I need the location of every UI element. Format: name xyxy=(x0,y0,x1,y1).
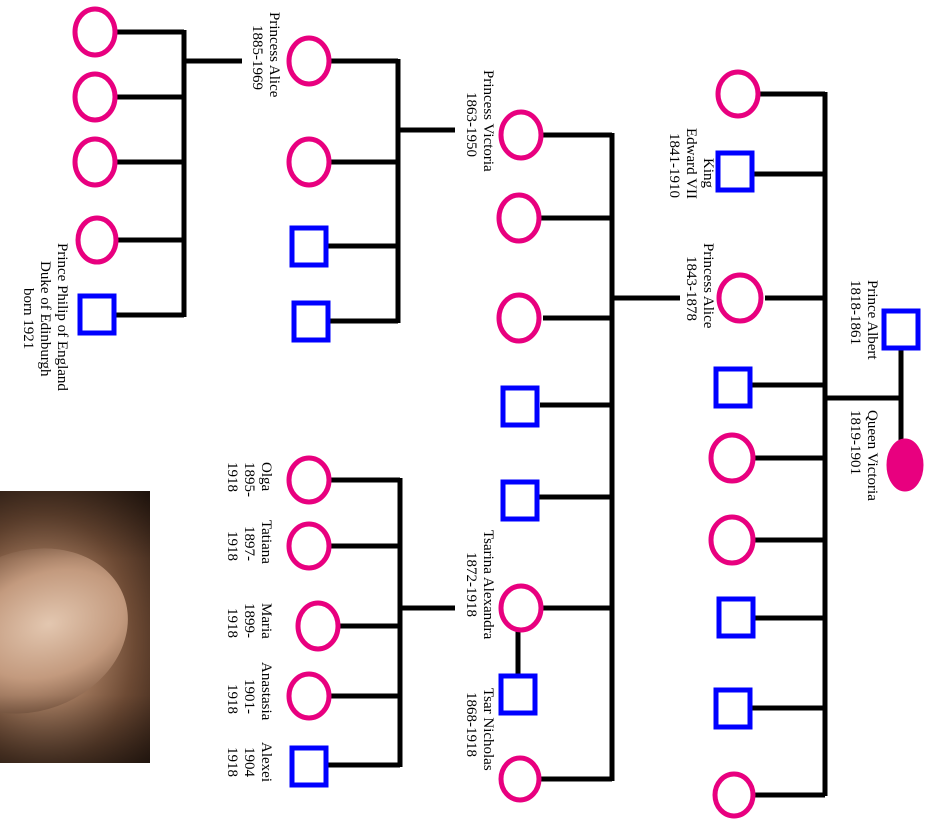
male-symbol xyxy=(292,228,326,265)
label-alexei: Alexei 1904 1918 xyxy=(224,742,274,782)
label-tatiana: Tatiana 1897- 1918 xyxy=(224,520,274,564)
label-line: Anastasia xyxy=(258,662,274,721)
female-symbol xyxy=(75,9,115,55)
label-line: Maria xyxy=(258,603,274,639)
female-symbol xyxy=(718,72,758,116)
label-line: 1918 xyxy=(224,462,240,492)
label-line: born 1921 xyxy=(20,288,36,349)
label-line: 1918 xyxy=(224,608,240,638)
female-symbol xyxy=(711,517,753,563)
label-princess-alice-1885: Princess Alice 1885-1969 xyxy=(249,12,282,98)
label-prince-philip: Prince Philip of England Duke of Edinbur… xyxy=(20,243,70,391)
label-line: 1818-1861 xyxy=(847,280,863,345)
label-line: 1918 xyxy=(224,531,240,561)
queen-victoria-symbol xyxy=(888,440,922,490)
label-prince-albert: Prince Albert 1818-1861 xyxy=(847,280,880,360)
female-symbol xyxy=(289,674,329,718)
label-line: Prince Philip of England xyxy=(54,243,70,391)
label-line: 1899- xyxy=(241,603,257,638)
label-line: 1885-1969 xyxy=(249,25,265,90)
label-line: 1843-1878 xyxy=(683,256,699,321)
male-symbol xyxy=(503,482,537,519)
label-line: 1918 xyxy=(224,747,240,777)
female-symbol xyxy=(78,218,116,262)
prince-philip-symbol xyxy=(80,296,114,333)
female-symbol xyxy=(719,275,761,321)
label-line: King xyxy=(700,158,716,189)
label-line: 1904 xyxy=(241,747,257,778)
label-line: 1897- xyxy=(241,526,257,561)
label-line: 1841-1910 xyxy=(666,133,682,198)
label-queen-victoria: Queen Victoria 1819-1901 xyxy=(847,410,880,501)
female-symbol xyxy=(499,195,539,241)
female-symbol xyxy=(499,295,539,341)
label-line: Queen Victoria xyxy=(864,410,880,501)
female-symbol xyxy=(711,435,753,481)
label-princess-victoria: Princess Victoria 1863-1950 xyxy=(463,70,496,172)
female-symbol xyxy=(501,112,541,158)
prince-albert-symbol xyxy=(884,311,918,348)
male-symbol xyxy=(718,153,752,190)
label-line: Princess Alice xyxy=(700,243,716,329)
label-line: 1918 xyxy=(224,684,240,714)
male-symbol xyxy=(716,369,750,406)
label-line: Tatiana xyxy=(258,520,274,564)
portrait-shade xyxy=(0,491,150,763)
female-symbol xyxy=(289,524,329,568)
label-line: 1868-1918 xyxy=(463,692,479,757)
label-line: Tsarina Alexandra xyxy=(480,530,496,640)
label-line: 1872-1918 xyxy=(463,552,479,617)
label-line: Edward VII xyxy=(683,128,699,199)
female-symbol xyxy=(75,139,115,185)
female-symbol xyxy=(298,603,338,649)
label-anastasia: Anastasia 1901- 1918 xyxy=(224,662,274,721)
male-symbol xyxy=(716,690,750,727)
male-symbols xyxy=(80,153,918,785)
label-tsar-nicholas: Tsar Nicholas 1868-1918 xyxy=(463,688,496,771)
alexei-symbol xyxy=(292,748,326,785)
portrait-photo xyxy=(0,491,150,763)
label-princess-alice-1843: Princess Alice 1843-1878 xyxy=(683,243,716,329)
male-symbol xyxy=(294,303,328,340)
male-symbol xyxy=(503,388,537,425)
tsar-nicholas-symbol xyxy=(501,676,535,713)
label-line: Alexei xyxy=(258,742,274,782)
label-line: 1895- xyxy=(241,462,257,497)
label-tsarina-alexandra: Tsarina Alexandra 1872-1918 xyxy=(463,530,496,640)
label-line: Duke of Edinburgh xyxy=(37,261,53,377)
female-symbol xyxy=(501,758,539,800)
label-line: Olga xyxy=(258,462,274,492)
label-line: 1901- xyxy=(241,679,257,714)
label-line: Tsar Nicholas xyxy=(480,688,496,771)
male-symbol xyxy=(719,599,753,636)
female-symbol xyxy=(289,38,329,84)
label-line: 1819-1901 xyxy=(847,410,863,475)
label-olga: Olga 1895- 1918 xyxy=(224,462,274,497)
label-line: Princess Victoria xyxy=(480,70,496,172)
label-line: Princess Alice xyxy=(266,12,282,98)
label-line: 1863-1950 xyxy=(463,92,479,157)
label-line: Prince Albert xyxy=(864,280,880,360)
female-symbol xyxy=(715,774,753,816)
female-symbol xyxy=(289,458,329,502)
label-maria: Maria 1899- 1918 xyxy=(224,603,274,639)
label-king-edward: King Edward VII 1841-1910 xyxy=(666,128,716,199)
female-symbol xyxy=(501,586,541,630)
female-symbol xyxy=(289,139,329,185)
female-symbol xyxy=(75,74,115,120)
